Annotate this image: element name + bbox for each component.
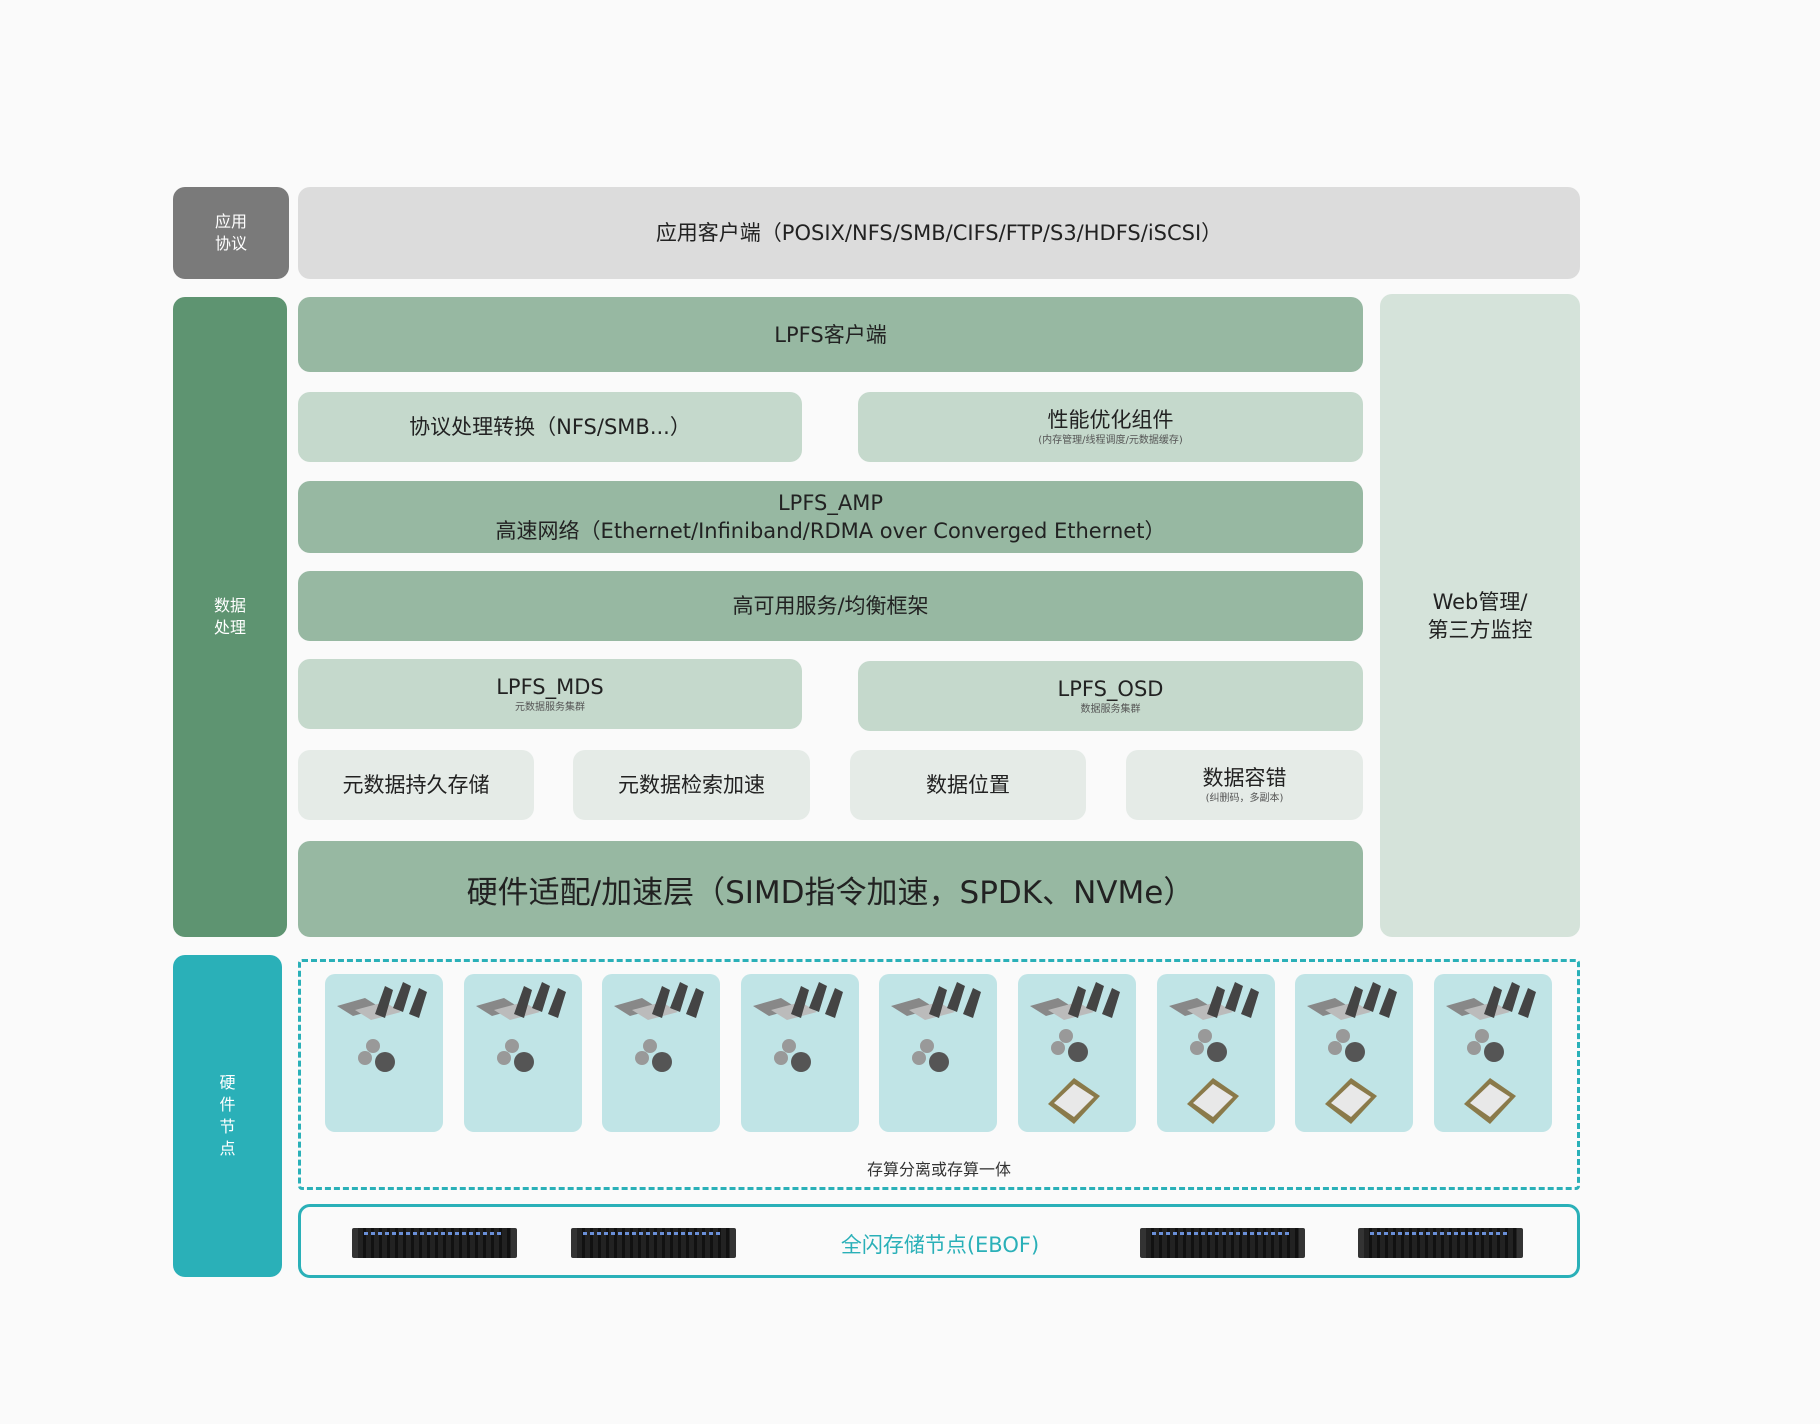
storage-node-card	[1018, 974, 1136, 1132]
lpfs-mds-title: LPFS_MDS	[496, 675, 604, 699]
storage-server-icon	[1140, 1228, 1305, 1258]
network-switch-icon	[752, 982, 843, 1020]
feature-title: 元数据持久存储	[342, 773, 490, 797]
storage-node-card	[602, 974, 721, 1132]
storage-node-card	[463, 974, 582, 1132]
feature-metadata-persistence: 元数据持久存储	[298, 750, 534, 820]
storage-node-card	[879, 974, 998, 1132]
lpfs-amp-sub: 高速网络（Ethernet/Infiniband/RDMA over Conve…	[495, 519, 1166, 543]
storage-server-icon	[1358, 1228, 1523, 1258]
storage-node-card	[1433, 974, 1552, 1132]
network-switch-icon	[614, 982, 705, 1020]
gears-icon	[1328, 1029, 1366, 1062]
gears-icon	[1051, 1029, 1088, 1062]
hardware-acceleration-layer: 硬件适配/加速层（SIMD指令加速，SPDK、NVMe）	[298, 841, 1363, 937]
gears-icon	[912, 1039, 950, 1072]
gears-icon	[1466, 1029, 1504, 1062]
lpfs-osd: LPFS_OSD 数据服务集群	[858, 661, 1363, 731]
compute-nodes-group	[298, 959, 1580, 1190]
protocol-conversion: 协议处理转换（NFS/SMB...）	[298, 392, 802, 462]
lpfs-client: LPFS客户端	[298, 297, 1363, 372]
ha-framework: 高可用服务/均衡框架	[298, 571, 1363, 641]
performance-component-title: 性能优化组件	[1047, 408, 1174, 432]
ebof-label: 全闪存储节点(EBOF)	[840, 1233, 1040, 1257]
web-management: Web管理/ 第三方监控	[1380, 294, 1580, 937]
network-switch-icon	[337, 982, 427, 1020]
storage-node-card	[1156, 974, 1275, 1132]
feature-title: 数据容错	[1202, 766, 1287, 790]
feature-fault-tolerance: 数据容错 (纠删码，多副本)	[1126, 750, 1363, 820]
network-switch-icon	[1030, 982, 1120, 1020]
lpfs-amp: LPFS_AMP 高速网络（Ethernet/Infiniband/RDMA o…	[298, 481, 1363, 553]
hard-disk-icon	[1048, 1078, 1100, 1124]
storage-node-card	[325, 974, 443, 1132]
gears-icon	[773, 1039, 811, 1072]
feature-metadata-search: 元数据检索加速	[573, 750, 810, 820]
gears-icon	[496, 1039, 534, 1072]
storage-server-icon	[571, 1228, 736, 1258]
feature-title: 元数据检索加速	[618, 773, 765, 797]
lpfs-osd-title: LPFS_OSD	[1057, 677, 1164, 701]
gears-icon	[358, 1039, 395, 1072]
hard-disk-icon	[1463, 1078, 1516, 1124]
layer-label-data-processing: 数据 处理	[173, 297, 287, 937]
network-switch-icon	[1168, 982, 1259, 1020]
network-switch-icon	[1307, 982, 1398, 1020]
hard-disk-icon	[1186, 1078, 1239, 1124]
lpfs-mds-sub: 元数据服务集群	[515, 702, 585, 713]
feature-data-location: 数据位置	[850, 750, 1086, 820]
lpfs-osd-sub: 数据服务集群	[1080, 704, 1141, 715]
storage-server-icon	[352, 1228, 517, 1258]
hard-disk-icon	[1325, 1078, 1378, 1124]
storage-node-card	[1295, 974, 1414, 1132]
network-switch-icon	[475, 982, 566, 1020]
feature-sub: (纠删码，多副本)	[1205, 793, 1284, 804]
network-switch-icon	[1445, 982, 1536, 1020]
network-switch-icon	[891, 982, 982, 1020]
app-client-bar: 应用客户端（POSIX/NFS/SMB/CIFS/FTP/S3/HDFS/iSC…	[298, 187, 1580, 279]
gears-icon	[635, 1039, 673, 1072]
nodes-caption: 存算分离或存算一体	[866, 1160, 1011, 1179]
feature-title: 数据位置	[926, 773, 1010, 797]
gears-icon	[1189, 1029, 1227, 1062]
layer-label-hardware-nodes: 硬 件 节 点	[173, 955, 282, 1277]
lpfs-amp-title: LPFS_AMP	[777, 491, 884, 515]
layer-label-app-protocol: 应用 协议	[173, 187, 289, 279]
lpfs-mds: LPFS_MDS 元数据服务集群	[298, 659, 802, 729]
performance-component-sub: (内存管理/线程调度/元数据缓存)	[1038, 435, 1183, 446]
performance-component: 性能优化组件 (内存管理/线程调度/元数据缓存)	[858, 392, 1363, 462]
ebof-group	[298, 1204, 1580, 1278]
storage-node-card	[740, 974, 859, 1132]
